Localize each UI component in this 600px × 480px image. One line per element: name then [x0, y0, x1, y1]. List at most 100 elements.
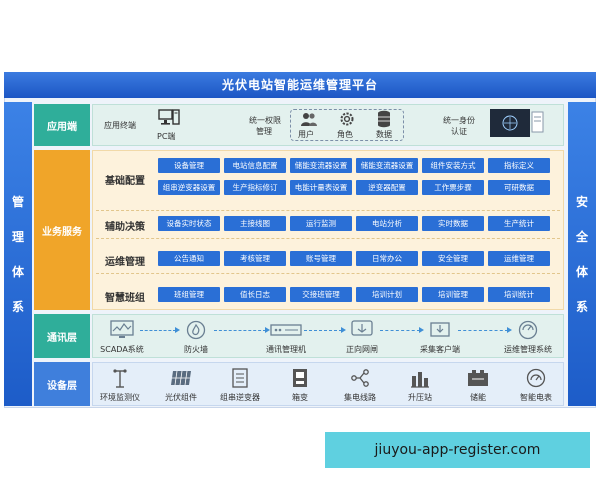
collector-line-icon — [346, 367, 374, 389]
device-label: 集电线路 — [344, 393, 376, 402]
device-label: 智能电表 — [520, 393, 552, 402]
identity-auth-icon — [490, 108, 544, 138]
biz-module-chip: 安全管理 — [422, 251, 484, 266]
biz-module-chip: 电站信息配置 — [224, 158, 286, 173]
biz-module-chip: 逆变器配置 — [356, 180, 418, 195]
gateway-icon — [346, 319, 378, 341]
comm-node-label: 通讯管理机 — [266, 345, 306, 354]
biz-module-chip: 组串逆变器设置 — [158, 180, 220, 195]
firewall-icon — [180, 319, 212, 341]
biz-module-chip: 生产统计 — [488, 216, 550, 231]
biz-row-title: 智慧班组 — [105, 293, 145, 304]
user-icon — [300, 111, 318, 127]
biz-module-chip: 生产指标修订 — [224, 180, 286, 195]
pc-label: PC端 — [157, 132, 176, 141]
biz-row-title: 辅助决策 — [105, 222, 145, 233]
user-label: 用户 — [298, 130, 314, 139]
device-label: 组串逆变器 — [220, 393, 260, 402]
side-char: 系 — [11, 300, 24, 314]
biz-module-chip: 交接班管理 — [290, 287, 352, 302]
layer-label-comm: 通讯层 — [34, 314, 90, 358]
flow-arrow — [380, 326, 424, 333]
biz-row-divider — [96, 273, 560, 274]
terminal-label: 应用终端 — [104, 121, 136, 130]
ops-system-icon — [512, 319, 544, 341]
biz-module-chip: 可研数据 — [488, 180, 550, 195]
role-label: 角色 — [337, 130, 353, 139]
biz-module-chip: 培训统计 — [488, 287, 550, 302]
battery-storage-icon — [464, 367, 492, 389]
device-label: 箱变 — [292, 393, 308, 402]
layer-label-biz: 业务服务 — [34, 150, 90, 310]
biz-row-divider — [96, 210, 560, 211]
biz-module-chip: 设备管理 — [158, 158, 220, 173]
pc-icon — [158, 108, 180, 128]
side-char: 理 — [11, 230, 24, 244]
auth-label-2: 管理 — [256, 127, 272, 136]
smart-meter-icon — [522, 367, 550, 389]
comm-node-label: SCADA系统 — [100, 345, 144, 354]
app-layer-band — [92, 104, 564, 146]
biz-module-chip: 考核管理 — [224, 251, 286, 266]
database-icon — [377, 110, 391, 128]
flow-arrow — [304, 326, 346, 333]
biz-module-chip: 电能计量表设置 — [290, 180, 352, 195]
biz-module-chip: 指标定义 — [488, 158, 550, 173]
comm-node-label: 运维管理系统 — [504, 345, 552, 354]
monitor-chart-icon — [106, 319, 138, 341]
biz-module-chip: 工作票步骤 — [422, 180, 484, 195]
biz-module-chip: 设备实时状态 — [158, 216, 220, 231]
biz-module-chip: 培训计划 — [356, 287, 418, 302]
biz-module-chip: 储能变流器设置 — [356, 158, 418, 173]
biz-module-chip: 电站分析 — [356, 216, 418, 231]
solar-panel-icon — [167, 367, 195, 389]
biz-row-title: 运维管理 — [105, 257, 145, 268]
auth-label-1: 统一权限 — [249, 116, 281, 125]
box-transformer-icon — [286, 367, 314, 389]
biz-module-chip: 组件安装方式 — [422, 158, 484, 173]
biz-module-chip: 班组管理 — [158, 287, 220, 302]
identity-label-1: 统一身份 — [443, 116, 475, 125]
auth-group-box — [290, 109, 404, 141]
device-label: 环境监测仪 — [100, 393, 140, 402]
flow-arrow — [214, 326, 270, 333]
biz-module-chip: 储能变流器设置 — [290, 158, 352, 173]
side-char: 全 — [575, 230, 588, 244]
management-system-bar: 管 理 体 系 — [4, 102, 32, 406]
device-label: 升压站 — [408, 393, 432, 402]
data-label: 数据 — [376, 130, 392, 139]
gear-icon — [338, 110, 356, 128]
biz-row-divider — [96, 238, 560, 239]
device-label: 光伏组件 — [165, 393, 197, 402]
biz-module-chip: 值长日志 — [224, 287, 286, 302]
watermark-banner: jiuyou-app-register.com — [325, 432, 590, 468]
side-char: 安 — [575, 195, 588, 209]
substation-icon — [406, 367, 434, 389]
biz-module-chip: 公告通知 — [158, 251, 220, 266]
biz-module-chip: 培训管理 — [422, 287, 484, 302]
comm-node-label: 采集客户端 — [420, 345, 460, 354]
side-char: 体 — [11, 265, 24, 279]
side-char: 体 — [575, 265, 588, 279]
biz-module-chip: 日常办公 — [356, 251, 418, 266]
biz-module-chip: 运维管理 — [488, 251, 550, 266]
flow-arrow — [140, 326, 180, 333]
weather-station-icon — [106, 367, 134, 389]
side-char: 系 — [575, 300, 588, 314]
flow-arrow — [458, 326, 512, 333]
comm-node-label: 防火墙 — [184, 345, 208, 354]
biz-module-chip: 运行监测 — [290, 216, 352, 231]
collector-icon — [424, 319, 456, 341]
biz-row-title: 基础配置 — [105, 176, 145, 187]
side-char: 管 — [11, 195, 24, 209]
device-label: 储能 — [470, 393, 486, 402]
biz-module-chip: 账号管理 — [290, 251, 352, 266]
comm-layer-band — [92, 314, 564, 358]
security-system-bar: 安 全 体 系 — [568, 102, 596, 406]
layer-label-app: 应用端 — [34, 104, 90, 146]
identity-label-2: 认证 — [451, 127, 467, 136]
comm-manager-icon — [270, 319, 302, 341]
biz-module-chip: 主接线图 — [224, 216, 286, 231]
comm-node-label: 正向网闸 — [346, 345, 378, 354]
inverter-icon — [226, 367, 254, 389]
